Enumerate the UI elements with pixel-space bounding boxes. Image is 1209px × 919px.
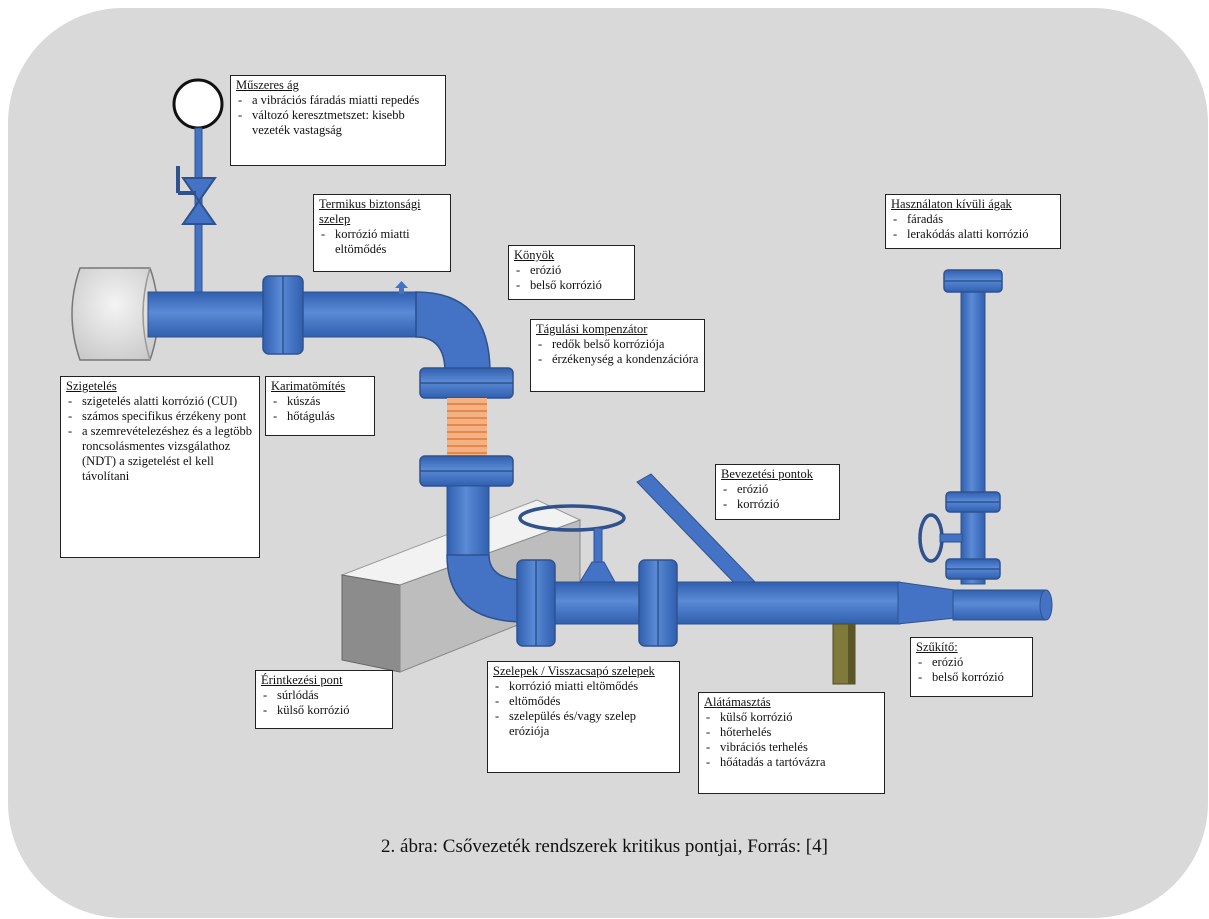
reducer xyxy=(897,581,956,625)
lower-vertical-pipe xyxy=(446,485,490,557)
callout-title: Érintkezési pont xyxy=(261,673,343,687)
callout-item: súrlódás xyxy=(261,688,387,703)
callout-item: hőtágulás xyxy=(271,409,369,424)
callout-title: Szűkítő: xyxy=(916,640,958,654)
callout-flange-gasket: Karimatömítés kúszás hőtágulás xyxy=(265,376,375,436)
callout-item: fáradás xyxy=(891,212,1055,227)
callout-item: a szemrevételezéshez és a legtöbb roncso… xyxy=(66,424,254,484)
callout-item: számos specifikus érzékeny pont xyxy=(66,409,254,424)
callout-item: kúszás xyxy=(271,394,369,409)
main-pipe xyxy=(519,581,901,625)
thermal-relief-valve-icon xyxy=(395,281,408,294)
callout-item: eltömődés xyxy=(493,694,674,709)
callout-title: Tágulási kompenzátor xyxy=(536,322,648,336)
callout-title: Termikus biztonsági szelep xyxy=(319,197,421,226)
callout-item: erózió xyxy=(916,655,1027,670)
dead-leg-pipe xyxy=(960,283,986,585)
gate-valve-handwheel-icon xyxy=(518,504,626,583)
reduced-pipe xyxy=(952,589,1046,621)
insulation-block xyxy=(71,267,159,361)
callout-title: Szelepek / Visszacsapó szelepek xyxy=(493,664,655,678)
callout-title: Alátámasztás xyxy=(704,695,771,709)
upper-elbow xyxy=(415,291,491,373)
instrument-valve-icon xyxy=(176,166,217,225)
pipe-support-post xyxy=(832,623,856,685)
callout-title: Szigetelés xyxy=(66,379,117,393)
callout-item: korrózió miatti eltömődés xyxy=(319,227,445,257)
callout-item: szigetelés alatti korrózió (CUI) xyxy=(66,394,254,409)
callout-support: Alátámasztás külső korrózió hőterhelés v… xyxy=(698,692,885,794)
callout-item: korrózió miatti eltömődés xyxy=(493,679,674,694)
callout-item: szelepülés és/vagy szelep eróziója xyxy=(493,709,674,739)
callout-dead-legs: Használaton kívüli ágak fáradás lerakódá… xyxy=(885,194,1061,249)
callout-elbow: Könyök erózió belső korrózió xyxy=(508,245,635,300)
callout-expansion-joint: Tágulási kompenzátor redők belső korrózi… xyxy=(530,319,705,392)
callout-title: Használaton kívüli ágak xyxy=(891,197,1012,211)
callout-thermal-relief-valve: Termikus biztonsági szelep korrózió miat… xyxy=(313,194,451,272)
callout-item: belső korrózió xyxy=(916,670,1027,685)
callout-title: Karimatömítés xyxy=(271,379,346,393)
dead-leg-valve-handwheel-icon xyxy=(918,513,963,563)
pressure-gauge-icon xyxy=(172,78,224,130)
callout-valves: Szelepek / Visszacsapó szelepek korrózió… xyxy=(487,661,680,773)
callout-item: erózió xyxy=(514,263,629,278)
callout-item: a vibrációs fáradás miatti repedés xyxy=(236,93,440,108)
callout-item: hőterhelés xyxy=(704,725,879,740)
callout-item: külső korrózió xyxy=(704,710,879,725)
expansion-bellows xyxy=(447,398,487,458)
callout-item: lerakódás alatti korrózió xyxy=(891,227,1055,242)
callout-item: erózió xyxy=(721,482,834,497)
callout-item: érzékenység a kondenzációra xyxy=(536,352,699,367)
callout-title: Műszeres ág xyxy=(236,78,299,92)
callout-item: külső korrózió xyxy=(261,703,387,718)
callout-item: változó keresztmetszet: kisebb vezeték v… xyxy=(236,108,440,138)
callout-item: vibrációs terhelés xyxy=(704,740,879,755)
callout-instrument-branch: Műszeres ág a vibrációs fáradás miatti r… xyxy=(230,75,446,166)
callout-reducer: Szűkítő: erózió belső korrózió xyxy=(910,637,1033,697)
callout-item: redők belső korróziója xyxy=(536,337,699,352)
callout-insulation: Szigetelés szigetelés alatti korrózió (C… xyxy=(60,376,260,558)
callout-item: korrózió xyxy=(721,497,834,512)
callout-contact-point: Érintkezési pont súrlódás külső korrózió xyxy=(255,670,393,729)
callout-item: belső korrózió xyxy=(514,278,629,293)
callout-title: Könyök xyxy=(514,248,555,262)
callout-injection-points: Bevezetési pontok erózió korrózió xyxy=(715,464,840,520)
figure-caption: 2. ábra: Csővezeték rendszerek kritikus … xyxy=(381,836,828,857)
callout-title: Bevezetési pontok xyxy=(721,467,813,481)
callout-item: hőátadás a tartóvázra xyxy=(704,755,879,770)
